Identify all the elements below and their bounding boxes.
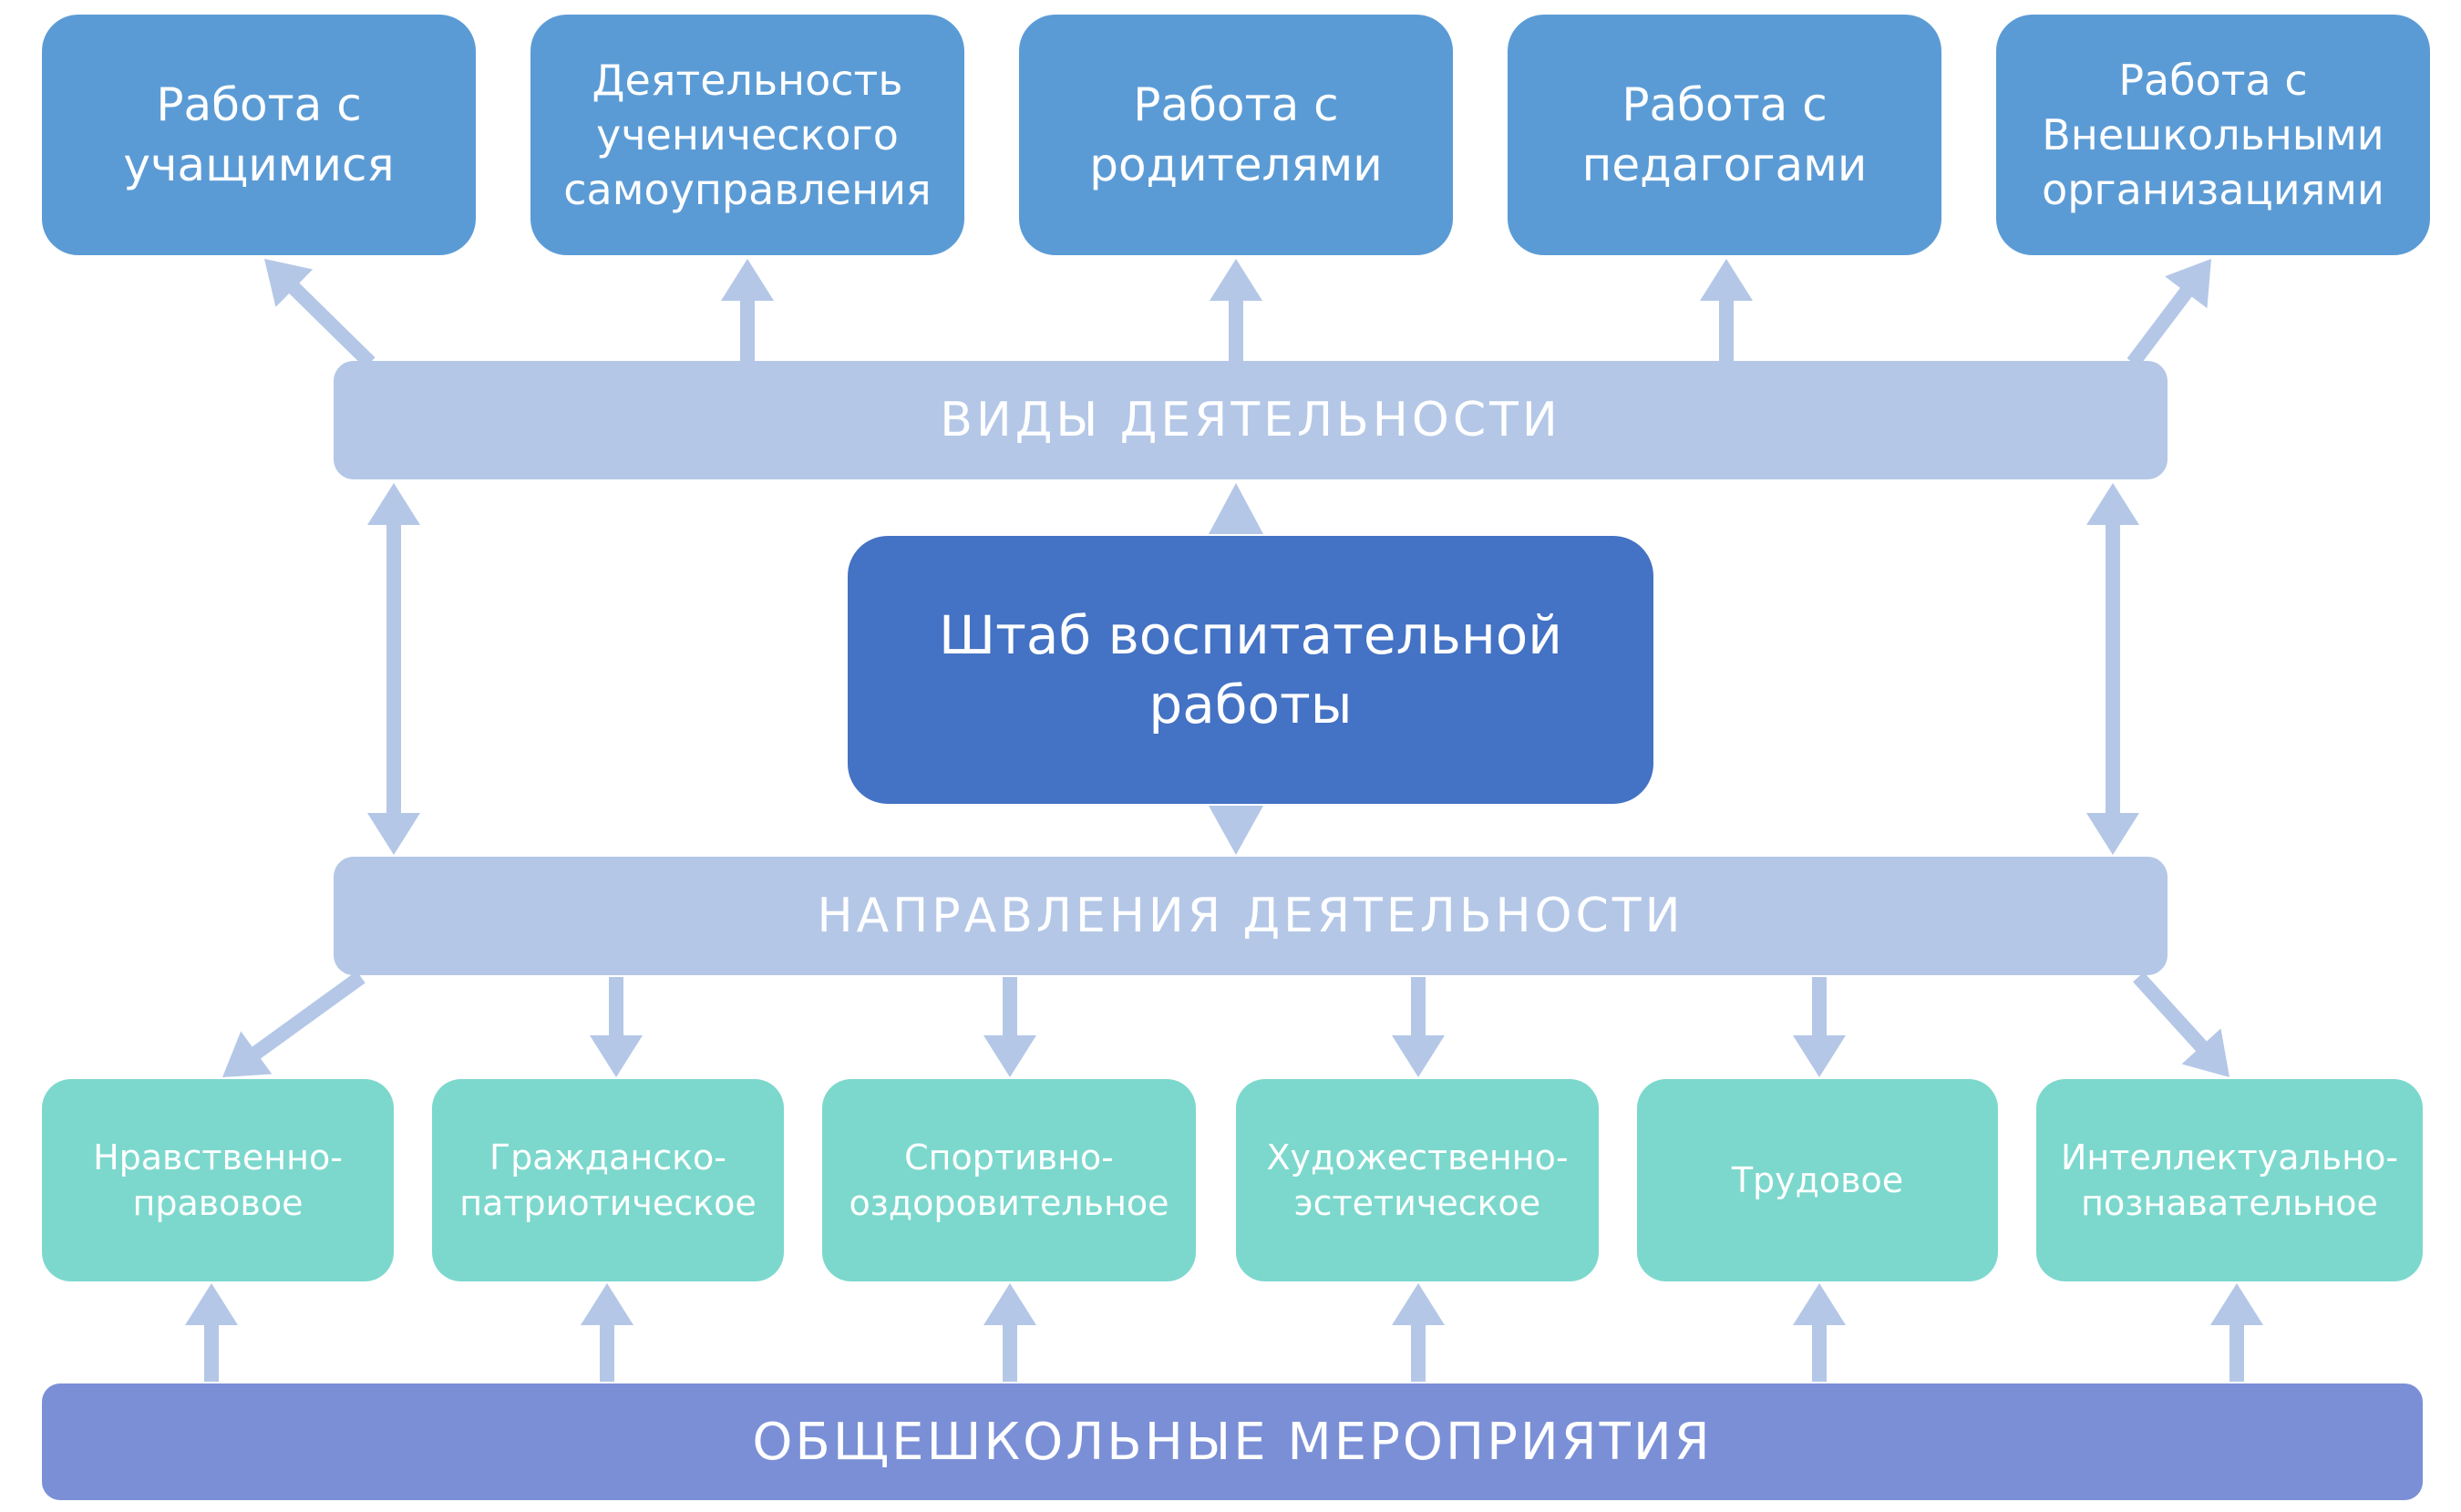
arrow-to-moral-legal-head xyxy=(222,1031,273,1077)
hq-to-activity-triangle xyxy=(1209,483,1263,534)
arrow-to-civic-patriotic-head xyxy=(590,1035,643,1077)
events-arrow-labor-head xyxy=(1793,1283,1846,1325)
events-arrow-moral-legal-head xyxy=(185,1283,238,1325)
events-arrow-civic-patriotic-head xyxy=(581,1283,633,1325)
left-double-arrow-head xyxy=(367,813,420,855)
hq-to-directions-triangle xyxy=(1209,806,1263,855)
activity-box-self-government: Деятельность ученического самоуправления xyxy=(530,15,964,255)
events-arrow-intellectual-cognitive-head xyxy=(2210,1283,2263,1325)
direction-box-moral-legal: Нравственно- правовое xyxy=(42,1079,394,1281)
events-arrow-sports-health-head xyxy=(983,1283,1036,1325)
arrow-to-intellectual-cognitive xyxy=(2133,972,2213,1058)
arrow-to-parents-head xyxy=(1210,259,1262,301)
headquarters-box: Штаб воспитательной работы xyxy=(848,536,1653,804)
arrow-to-labor-head xyxy=(1793,1035,1846,1077)
arrow-to-external-organizations xyxy=(2126,281,2198,367)
school-events-bar: ОБЩЕШКОЛЬНЫЕ МЕРОПРИЯТИЯ xyxy=(42,1383,2423,1500)
activity-box-external-organizations: Работа с Внешкольными организациями xyxy=(1996,15,2430,255)
arrow-to-intellectual-cognitive-head xyxy=(2181,1028,2229,1077)
activity-box-parents: Работа с родителями xyxy=(1019,15,1453,255)
activity-types-band: ВИДЫ ДЕЯТЕЛЬНОСТИ xyxy=(334,361,2168,479)
activity-box-teachers: Работа с педагогами xyxy=(1508,15,1941,255)
arrow-to-students-head xyxy=(264,259,314,307)
events-arrow-artistic-aesthetic-head xyxy=(1392,1283,1445,1325)
arrow-to-artistic-aesthetic-head xyxy=(1392,1035,1445,1077)
direction-box-sports-health: Спортивно- оздоровительное xyxy=(822,1079,1196,1281)
arrow-to-moral-legal xyxy=(245,971,366,1064)
left-double-arrow-back-head xyxy=(367,483,420,525)
activity-box-students: Работа с учащимися xyxy=(42,15,476,255)
arrow-to-students xyxy=(283,277,376,368)
arrow-to-external-organizations-head xyxy=(2165,259,2211,309)
arrow-to-teachers-head xyxy=(1700,259,1753,301)
direction-box-artistic-aesthetic: Художественно- эстетическое xyxy=(1236,1079,1599,1281)
right-double-arrow-head xyxy=(2086,813,2139,855)
directions-band: НАПРАВЛЕНИЯ ДЕЯТЕЛЬНОСТИ xyxy=(334,857,2168,975)
arrow-to-self-government-head xyxy=(721,259,774,301)
direction-box-civic-patriotic: Гражданско- патриотическое xyxy=(432,1079,784,1281)
direction-box-intellectual-cognitive: Интеллектуально- познавательное xyxy=(2036,1079,2423,1281)
arrow-to-sports-health-head xyxy=(983,1035,1036,1077)
direction-box-labor: Трудовое xyxy=(1637,1079,1998,1281)
right-double-arrow-back-head xyxy=(2086,483,2139,525)
